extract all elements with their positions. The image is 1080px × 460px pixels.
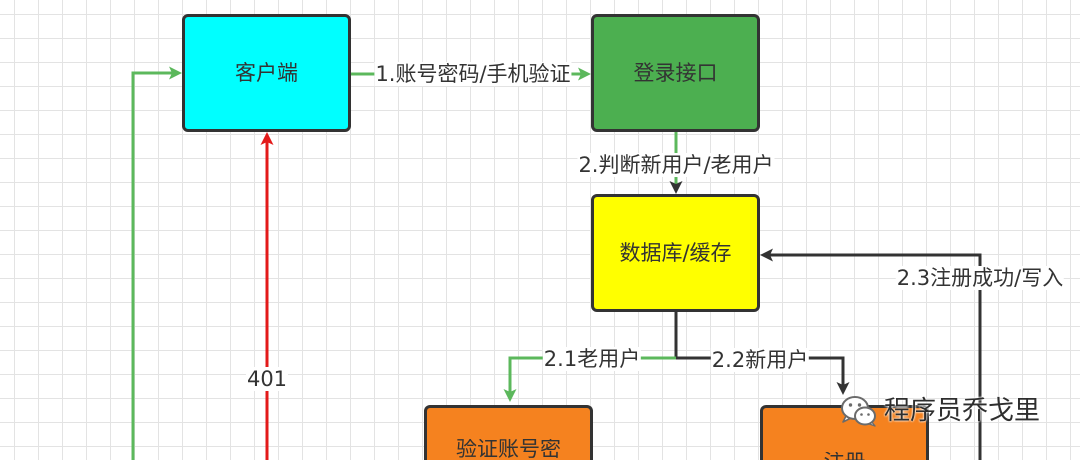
edge-store-to-verify-label: 2.1老用户 [542, 347, 642, 371]
edge-store-to-register-label: 2.2新用户 [710, 348, 810, 372]
edge-login-to-store-label: 2.判断新用户/老用户 [577, 153, 775, 177]
edge-client-to-login-label: 1.账号密码/手机验证 [374, 62, 572, 86]
edge-register-to-store-label: 2.3注册成功/写入 [895, 266, 1065, 290]
watermark-text: 程序员乔戈里 [884, 396, 1041, 426]
edge-store-to-register-arrowhead [836, 382, 850, 395]
edge-verify-to-client-error-label: 401 [245, 367, 289, 391]
edge-verify-to-client-error-arrowhead [260, 132, 274, 145]
edge-register-to-store-line [770, 253, 982, 460]
edge-client-to-login-arrowhead [578, 67, 591, 81]
node-client: 客户端 [182, 14, 351, 132]
node-verify-account-label: 验证账号密 [456, 439, 561, 459]
node-database-cache-label: 数据库/缓存 [619, 241, 732, 265]
edge-return-to-client-line [131, 71, 172, 460]
node-login-api: 登录接口 [591, 14, 760, 132]
node-client-label: 客户端 [235, 61, 298, 85]
edge-register-to-store-arrowhead [760, 248, 773, 262]
edge-return-to-client-arrowhead [169, 66, 182, 80]
edge-store-to-verify-arrowhead [503, 389, 517, 402]
wechat-icon [841, 396, 876, 427]
node-database-cache: 数据库/缓存 [591, 194, 760, 312]
node-verify-account: 验证账号密 [424, 405, 593, 460]
node-register-label-clip: 注册 [763, 452, 926, 460]
node-register-label: 注册 [824, 452, 866, 460]
edge-login-to-store-arrowhead [669, 181, 683, 194]
node-login-api-label: 登录接口 [633, 61, 718, 85]
